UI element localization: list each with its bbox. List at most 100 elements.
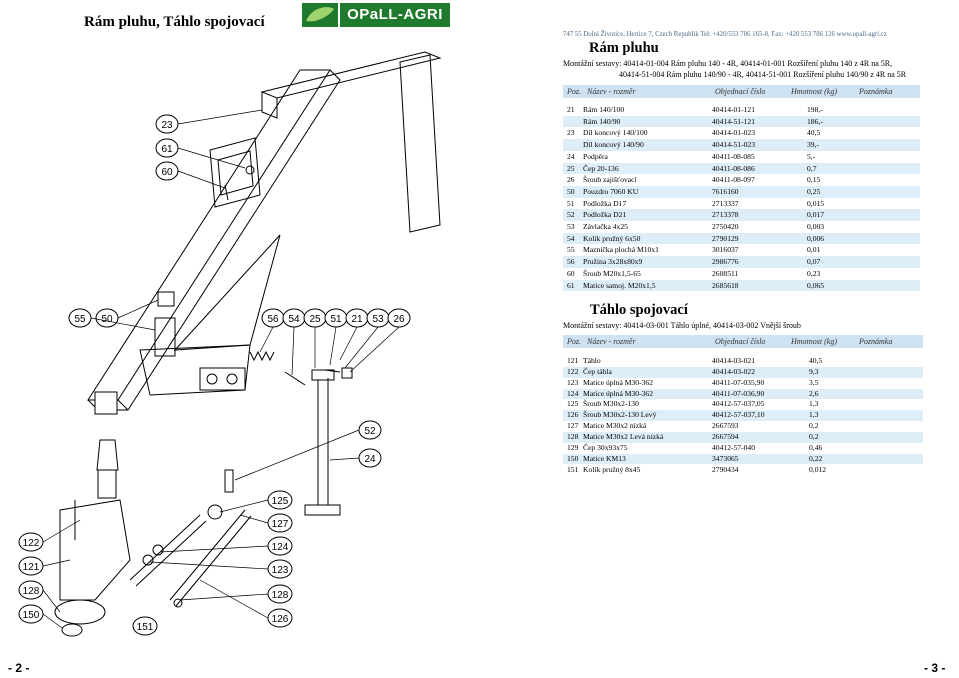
cell-mass: 0,003 — [807, 222, 825, 231]
col-poz: Poz. — [567, 337, 581, 346]
cell-mass: 0,07 — [807, 257, 821, 267]
cell-code: 2608511 — [712, 268, 739, 278]
cell-mass: 0,25 — [807, 186, 821, 196]
cell-code: 2685618 — [712, 280, 739, 290]
table-header-link: Poz. Název - rozměr Objednací číslo Hmot… — [563, 335, 923, 348]
cell-mass: 0,7 — [807, 163, 817, 173]
cell-code: 3016037 — [712, 245, 739, 255]
cell-name: Matice samoj. M20x1,5 — [583, 280, 656, 290]
cell-name: Matice M30x2 nízká — [583, 421, 647, 431]
cell-code: 40412-57-040 — [712, 442, 756, 452]
cell-code: 40411-08-085 — [712, 151, 755, 161]
page-number-right: - 3 - — [924, 661, 946, 675]
cell-mass: 0,22 — [809, 453, 823, 463]
cell-code: 2667593 — [712, 421, 739, 431]
col-mass: Hmotnost (kg) — [791, 87, 837, 96]
callout-52: 52 — [364, 426, 376, 437]
callout-125: 125 — [272, 496, 289, 507]
cell-mass: 40,5 — [809, 356, 823, 365]
cell-code: 2750420 — [712, 222, 739, 231]
cell-mass: 186,- — [807, 116, 823, 126]
col-note: Poznámka — [859, 87, 893, 96]
cell-mass: 0,012 — [809, 464, 827, 474]
section-title-frame: Rám pluhu — [589, 40, 659, 56]
cell-poz: 21 — [567, 105, 575, 114]
cell-mass: 2,6 — [809, 388, 819, 398]
cell-poz: 51 — [567, 198, 575, 208]
cell-name: Šroub M30x2-130 — [583, 399, 639, 409]
cell-poz: 23 — [567, 128, 575, 138]
callout-51: 51 — [330, 314, 342, 325]
cell-poz: 52 — [567, 210, 575, 220]
cell-code: 3473065 — [712, 453, 739, 463]
cell-mass: 0,015 — [807, 198, 825, 208]
cell-mass: 0,15 — [807, 175, 821, 185]
cell-poz: 25 — [567, 163, 575, 173]
callout-54: 54 — [288, 314, 300, 325]
cell-poz: 50 — [567, 186, 575, 196]
cell-code: 40414-51-023 — [712, 140, 756, 150]
col-poz: Poz. — [567, 87, 581, 96]
assembly-line-1: Montážní sestavy: 40414-01-004 Rám pluhu… — [563, 59, 893, 68]
col-mass: Hmotnost (kg) — [791, 337, 837, 346]
cell-code: 2667594 — [712, 431, 739, 441]
col-name: Název - rozměr — [587, 87, 636, 96]
col-note: Poznámka — [859, 337, 893, 346]
cell-mass: 9,3 — [809, 366, 819, 376]
callout-123: 123 — [272, 565, 289, 576]
cell-name: Podložka D17 — [583, 198, 627, 208]
cell-poz: 55 — [567, 245, 575, 255]
cell-name: Čep 30x93x75 — [583, 442, 628, 452]
cell-code: 40414-03-022 — [712, 366, 756, 376]
cell-poz: 61 — [567, 280, 575, 290]
cell-code: 40412-57-037,10 — [712, 410, 765, 420]
cell-code: 40411-07-035,90 — [712, 377, 765, 387]
cell-name: Díl koncový 140/100 — [583, 128, 648, 138]
callout-151: 151 — [137, 622, 154, 633]
cell-mass: 40,5 — [807, 128, 821, 138]
cell-mass: 0,006 — [807, 233, 825, 243]
callout-26: 26 — [393, 314, 405, 325]
table-header-frame: Poz. Název - rozměr Objednací číslo Hmot… — [563, 85, 920, 98]
callout-122: 122 — [23, 538, 40, 549]
cell-poz: 128 — [567, 431, 579, 441]
cell-name: Podložka D21 — [583, 210, 627, 220]
cell-poz: 24 — [567, 151, 575, 161]
cell-mass: 0,017 — [807, 210, 825, 220]
cell-poz: 150 — [567, 453, 579, 463]
cell-mass: 39,- — [807, 140, 820, 150]
cell-poz: 151 — [567, 464, 579, 474]
cell-poz: 123 — [567, 377, 579, 387]
callout-24: 24 — [364, 454, 376, 465]
cell-name: Šroub zajišťovací — [583, 175, 637, 185]
cell-code: 40414-51-121 — [712, 116, 756, 126]
cell-code: 2790129 — [712, 233, 739, 243]
callout-50: 50 — [101, 314, 113, 325]
cell-name: Pouzdro 7060 KU — [583, 186, 639, 196]
cell-mass: 0,2 — [809, 421, 819, 431]
logo-text: OPaLL-AGRI — [340, 3, 450, 27]
cell-name: Pružina 3x28x80x9 — [583, 257, 643, 267]
callout-126: 126 — [272, 614, 289, 625]
logo-leaf-icon — [302, 3, 338, 27]
cell-name: Kolík pružný 8x45 — [583, 464, 641, 474]
